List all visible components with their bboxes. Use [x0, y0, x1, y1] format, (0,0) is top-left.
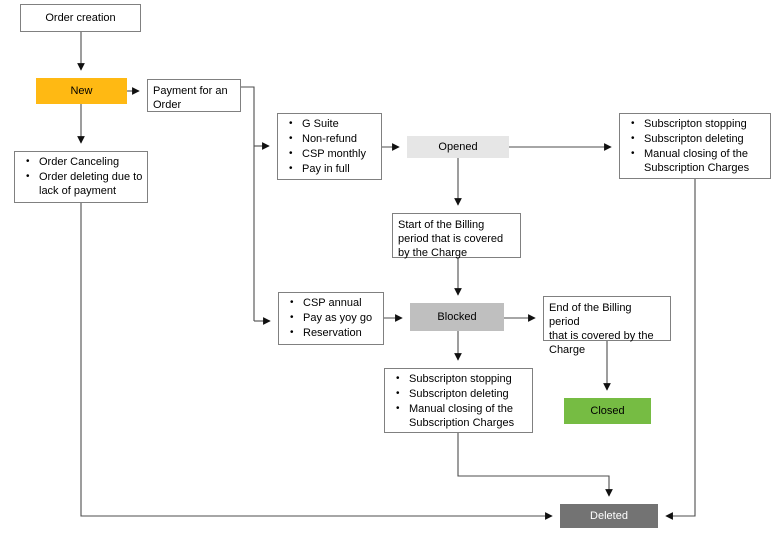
subscription-stop-top-list: Subscripton stopping Subscripton deletin…	[620, 114, 770, 179]
node-closed-state[interactable]: Closed	[564, 398, 651, 424]
node-deleted-state[interactable]: Deleted	[560, 504, 658, 528]
list-item: Pay in full	[285, 161, 377, 176]
payment-line-2: Order	[153, 99, 182, 111]
list-item: Order deleting due to lack of payment	[22, 169, 143, 198]
list-item: Order Canceling	[22, 154, 143, 169]
end-billing-line-1: End of the Billing period	[549, 302, 632, 328]
start-billing-line-3: by the Charge	[398, 247, 468, 259]
deleted-state-label: Deleted	[590, 510, 628, 522]
list-item: Manual closing of the Subscription Charg…	[392, 401, 528, 430]
closed-state-label: Closed	[590, 405, 625, 417]
node-end-billing-period[interactable]: End of the Billing period that is covere…	[543, 296, 671, 356]
subscription-stop-bottom-list: Subscripton stopping Subscripton deletin…	[385, 369, 532, 434]
node-order-creation[interactable]: Order creation	[20, 4, 141, 32]
list-item: Subscripton deleting	[627, 131, 766, 146]
node-order-canceling[interactable]: Order Canceling Order deleting due to la…	[14, 151, 148, 203]
list-item: CSP annual	[286, 295, 379, 310]
list-item: Subscripton deleting	[392, 386, 528, 401]
node-subscription-stop-top[interactable]: Subscripton stopping Subscripton deletin…	[619, 113, 771, 179]
list-item: Subscripton stopping	[392, 371, 528, 386]
start-billing-line-1: Start of the Billing	[398, 219, 485, 231]
edge-subscription-bottom-to-deleted	[457, 433, 613, 497]
node-opened-state[interactable]: Opened	[407, 136, 509, 158]
list-item: CSP monthly	[285, 146, 377, 161]
end-billing-line-2: that is covered by the	[549, 330, 654, 342]
end-billing-line-3: Charge	[549, 344, 586, 356]
payment-line-1: Payment for an	[153, 85, 228, 97]
node-new-state[interactable]: New	[36, 78, 127, 104]
node-monthly-terms[interactable]: G Suite Non-refund CSP monthly Pay in fu…	[277, 113, 382, 180]
order-creation-label: Order creation	[45, 12, 116, 24]
list-item: G Suite	[285, 116, 377, 131]
opened-state-label: Opened	[438, 141, 478, 153]
node-start-billing-period[interactable]: Start of the Billing period that is cove…	[392, 213, 521, 259]
edge-subscription-top-to-deleted	[665, 179, 696, 520]
start-billing-line-2: period that is covered	[398, 233, 504, 245]
annual-terms-list: CSP annual Pay as yoy go Reservation	[279, 293, 383, 344]
list-item: Subscripton stopping	[627, 116, 766, 131]
edge-payment-bus	[241, 86, 255, 321]
list-item: Pay as yoy go	[286, 310, 379, 325]
blocked-state-label: Blocked	[437, 311, 477, 323]
monthly-terms-list: G Suite Non-refund CSP monthly Pay in fu…	[278, 114, 381, 180]
list-item: Non-refund	[285, 131, 377, 146]
node-subscription-stop-bottom[interactable]: Subscripton stopping Subscripton deletin…	[384, 368, 533, 433]
new-state-label: New	[70, 85, 93, 97]
list-item: Reservation	[286, 325, 379, 340]
order-canceling-list: Order Canceling Order deleting due to la…	[15, 152, 147, 202]
node-annual-terms[interactable]: CSP annual Pay as yoy go Reservation	[278, 292, 384, 345]
node-blocked-state[interactable]: Blocked	[410, 303, 504, 331]
list-item: Manual closing of the Subscription Charg…	[627, 146, 766, 175]
node-payment-for-order[interactable]: Payment for an Order	[147, 79, 241, 112]
